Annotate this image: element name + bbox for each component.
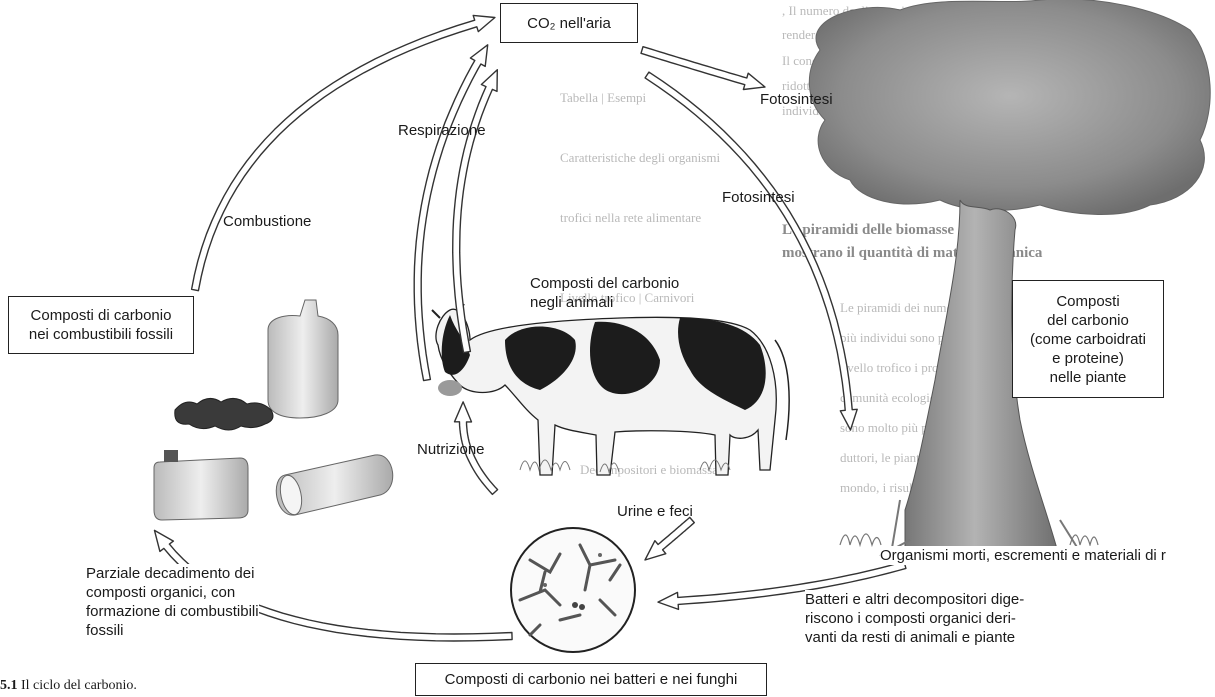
bacteria-fungi-carbon-box: Composti di carbonio nei batteri e nei f…	[415, 663, 767, 696]
figure-caption: 5.1 Il ciclo del carbonio.	[0, 678, 137, 694]
figure-caption-text: Il ciclo del carbonio.	[21, 678, 137, 693]
photosynthesis-label-top: Fotosintesi	[760, 90, 833, 109]
cow-illustration	[432, 304, 789, 475]
combustion-arrow	[192, 15, 495, 290]
figure-number: 5.1	[0, 678, 18, 693]
photosynthesis-label-side: Fotosintesi	[722, 188, 795, 207]
animals-carbon-label: Composti del carbonio negli animali	[530, 274, 679, 312]
fossil-fuels-carbon-box: Composti di carbonio nei combustibili fo…	[8, 296, 194, 354]
urine-feces-arrow	[645, 517, 694, 560]
combustion-label: Combustione	[223, 212, 311, 231]
microbes-illustration	[511, 528, 635, 652]
partial-decay-label: Parziale decadimento dei composti organi…	[86, 564, 259, 640]
urine-feces-label: Urine e feci	[617, 502, 693, 521]
respiration-arrow-2	[453, 70, 498, 353]
respiration-label: Respirazione	[398, 121, 486, 140]
co2-air-box: CO₂ nell'aria	[500, 3, 638, 43]
decomposers-label: Batteri e altri decompositori dige- risc…	[805, 590, 1024, 647]
nutrition-label: Nutrizione	[417, 440, 485, 459]
dead-organisms-label: Organismi morti, escrementi e materiali …	[880, 546, 1168, 565]
plants-carbon-box: Composti del carbonio (come carboidrati …	[1012, 280, 1164, 398]
